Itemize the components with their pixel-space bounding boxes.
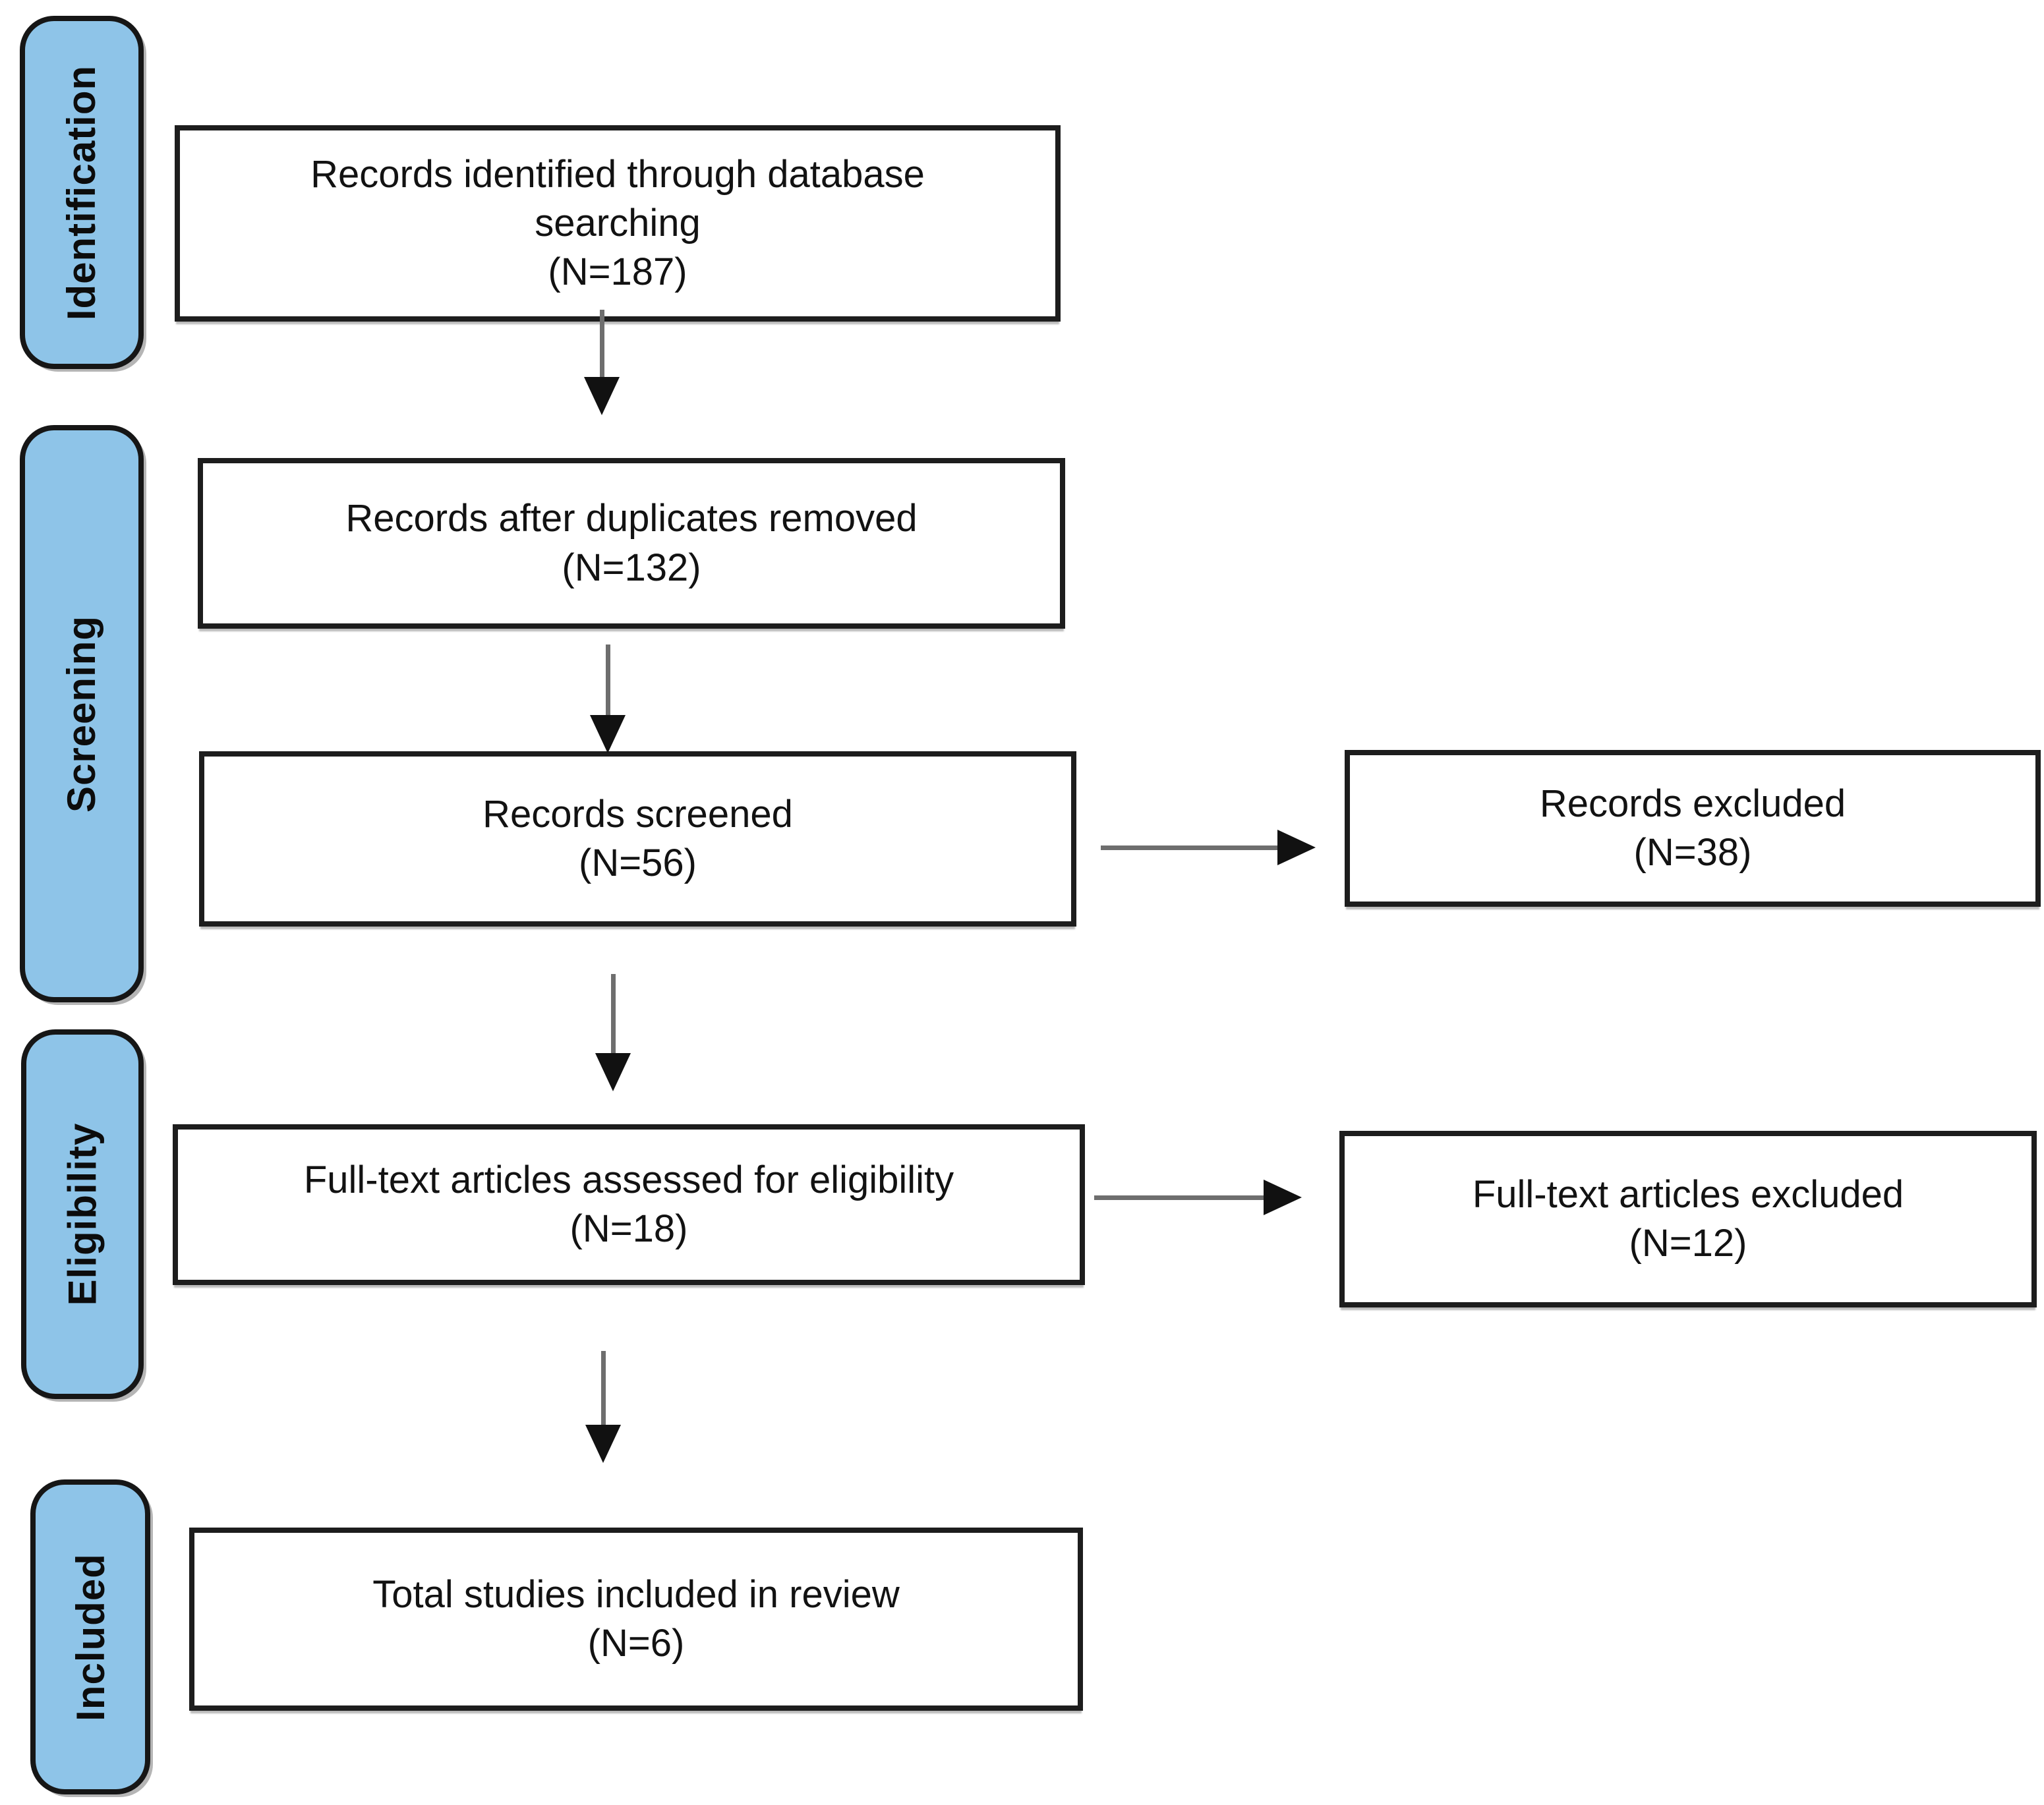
arrow-down-icon xyxy=(584,377,620,415)
box-text-line: (N=18) xyxy=(569,1207,688,1250)
stage-identification: Identification xyxy=(20,16,144,369)
stage-included: Included xyxy=(30,1479,150,1794)
box-text-line: (N=132) xyxy=(562,546,701,589)
arrow-line xyxy=(610,974,616,1053)
stage-identification-label: Identification xyxy=(59,65,104,320)
arrow-fulltext-to-fulltext-excluded xyxy=(1094,1179,1302,1216)
arrow-line xyxy=(1101,845,1277,850)
box-text-line: Records excluded xyxy=(1539,782,1846,825)
arrow-right-icon xyxy=(1277,830,1316,865)
box-records-excluded: Records excluded (N=38) xyxy=(1345,750,2041,907)
arrow-line xyxy=(605,645,610,715)
box-text-line: Full-text articles assessed for eligibil… xyxy=(303,1158,954,1201)
stage-eligibility-label: Eligibility xyxy=(60,1122,105,1306)
box-text-line: (N=6) xyxy=(587,1622,685,1665)
box-text-line: Records identified through database xyxy=(310,152,925,196)
box-text-line: searching xyxy=(535,201,701,244)
arrow-down-icon xyxy=(590,715,626,753)
box-text-line: (N=12) xyxy=(1629,1222,1747,1265)
box-records-identified: Records identified through database searc… xyxy=(175,125,1061,322)
box-text-line: Records screened xyxy=(482,792,793,836)
arrow-line xyxy=(599,310,604,377)
box-text-line: (N=187) xyxy=(548,250,687,294)
stage-screening: Screening xyxy=(20,425,144,1002)
box-text-line: (N=56) xyxy=(579,842,697,884)
box-records-screened: Records screened (N=56) xyxy=(199,751,1076,927)
stage-eligibility: Eligibility xyxy=(21,1029,144,1399)
arrow-screened-to-records-excluded xyxy=(1101,829,1316,866)
arrow-down-icon xyxy=(585,1425,621,1463)
stage-included-label: Included xyxy=(68,1553,113,1721)
arrow-identified-to-dedup xyxy=(583,310,620,415)
box-text-line: Total studies included in review xyxy=(372,1572,900,1616)
arrow-right-icon xyxy=(1264,1180,1302,1215)
box-fulltext-assessed: Full-text articles assessed for eligibil… xyxy=(173,1124,1085,1285)
arrow-line xyxy=(1094,1195,1264,1200)
box-total-included: Total studies included in review (N=6) xyxy=(189,1528,1083,1711)
arrow-fulltext-to-included xyxy=(585,1351,622,1463)
box-fulltext-excluded: Full-text articles excluded (N=12) xyxy=(1339,1131,2037,1307)
box-text-line: Full-text articles excluded xyxy=(1472,1172,1904,1216)
box-text-line: (N=38) xyxy=(1633,831,1752,874)
stage-screening-label: Screening xyxy=(59,615,104,813)
arrow-dedup-to-screened xyxy=(589,645,626,753)
box-records-after-duplicates-removed: Records after duplicates removed (N=132) xyxy=(198,458,1065,629)
arrow-line xyxy=(600,1351,606,1425)
arrow-down-icon xyxy=(595,1053,631,1091)
arrow-screened-to-fulltext xyxy=(595,974,631,1091)
box-text-line: Records after duplicates removed xyxy=(345,497,918,540)
